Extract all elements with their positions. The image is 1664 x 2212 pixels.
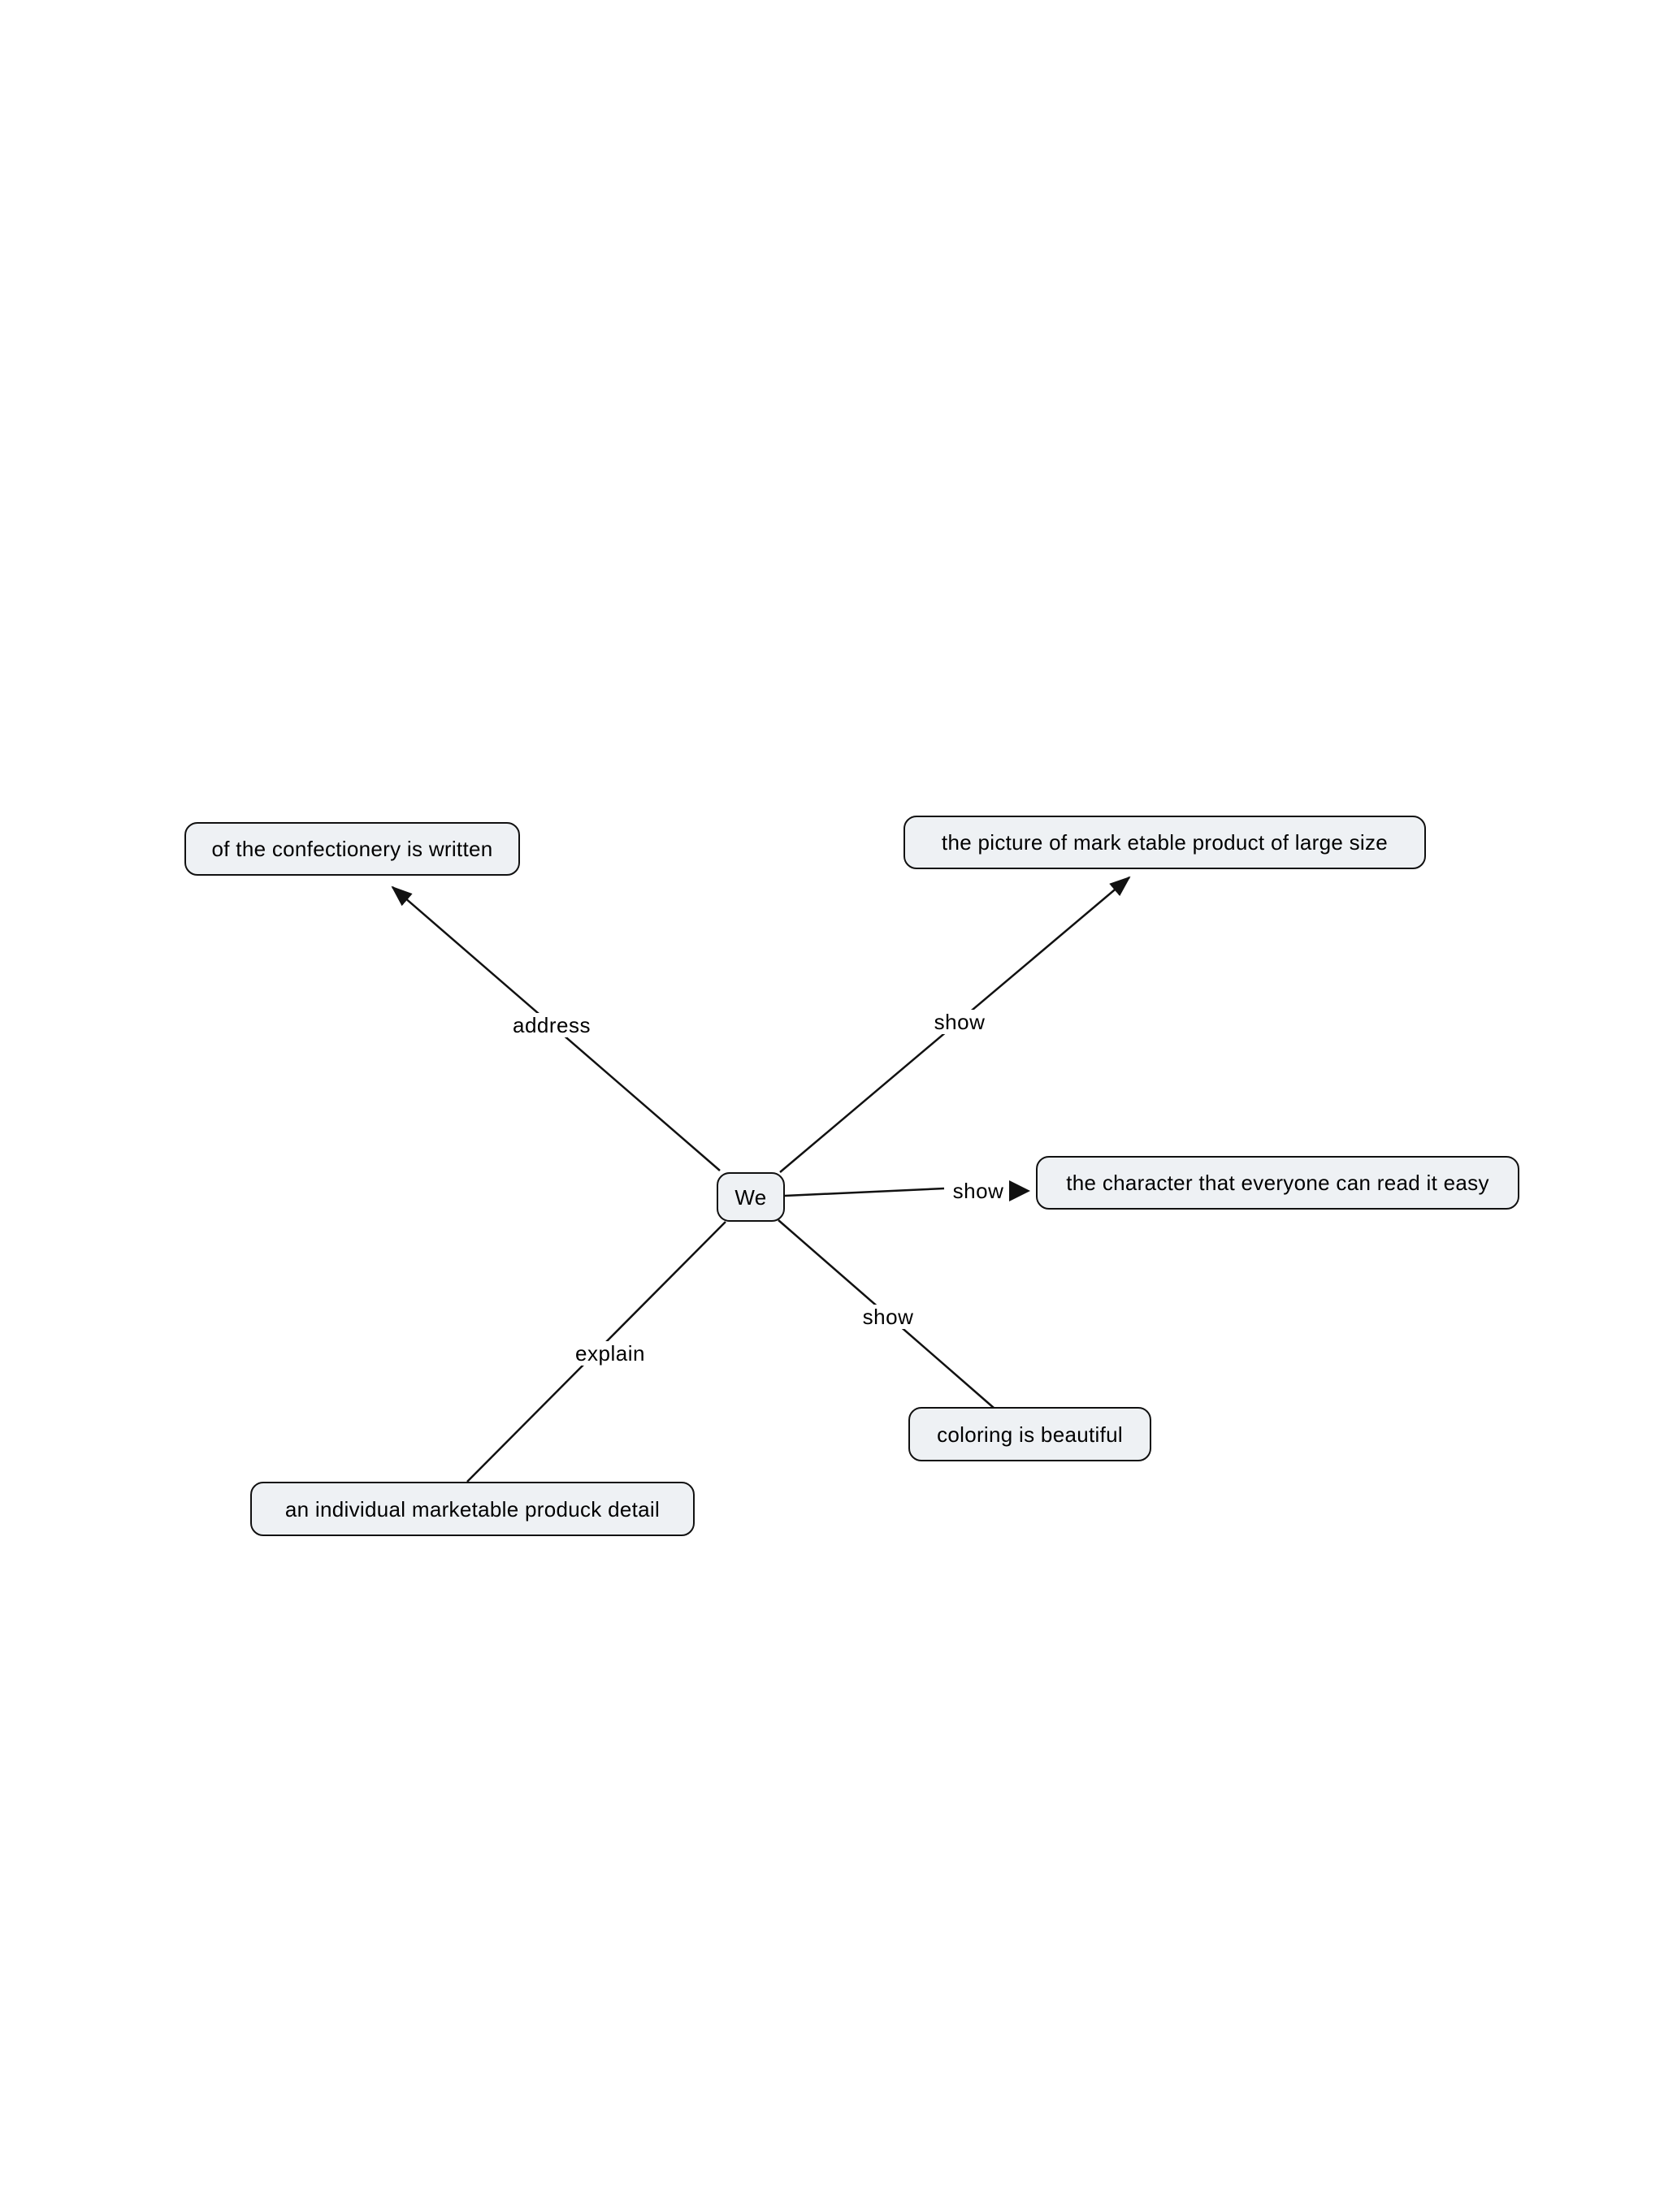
- edge-label-show-top[interactable]: show: [929, 1010, 990, 1034]
- edge-label-show-bottom[interactable]: show: [857, 1305, 919, 1329]
- node-picture[interactable]: the picture of mark etable product of la…: [904, 816, 1426, 869]
- node-coloring[interactable]: coloring is beautiful: [908, 1407, 1151, 1461]
- edge-arrowhead-show-right: [1009, 1180, 1030, 1201]
- node-individual[interactable]: an individual marketable produck detail: [250, 1482, 695, 1536]
- edge-label-address[interactable]: address: [508, 1013, 596, 1037]
- node-character[interactable]: the character that everyone can read it …: [1036, 1156, 1519, 1210]
- edge-label-explain[interactable]: explain: [570, 1341, 650, 1366]
- node-confectionery[interactable]: of the confectionery is written: [184, 822, 520, 876]
- edge-label-show-right[interactable]: show: [947, 1179, 1009, 1203]
- node-we-center[interactable]: We: [717, 1172, 785, 1222]
- edge-line-show-right: [784, 1187, 945, 1197]
